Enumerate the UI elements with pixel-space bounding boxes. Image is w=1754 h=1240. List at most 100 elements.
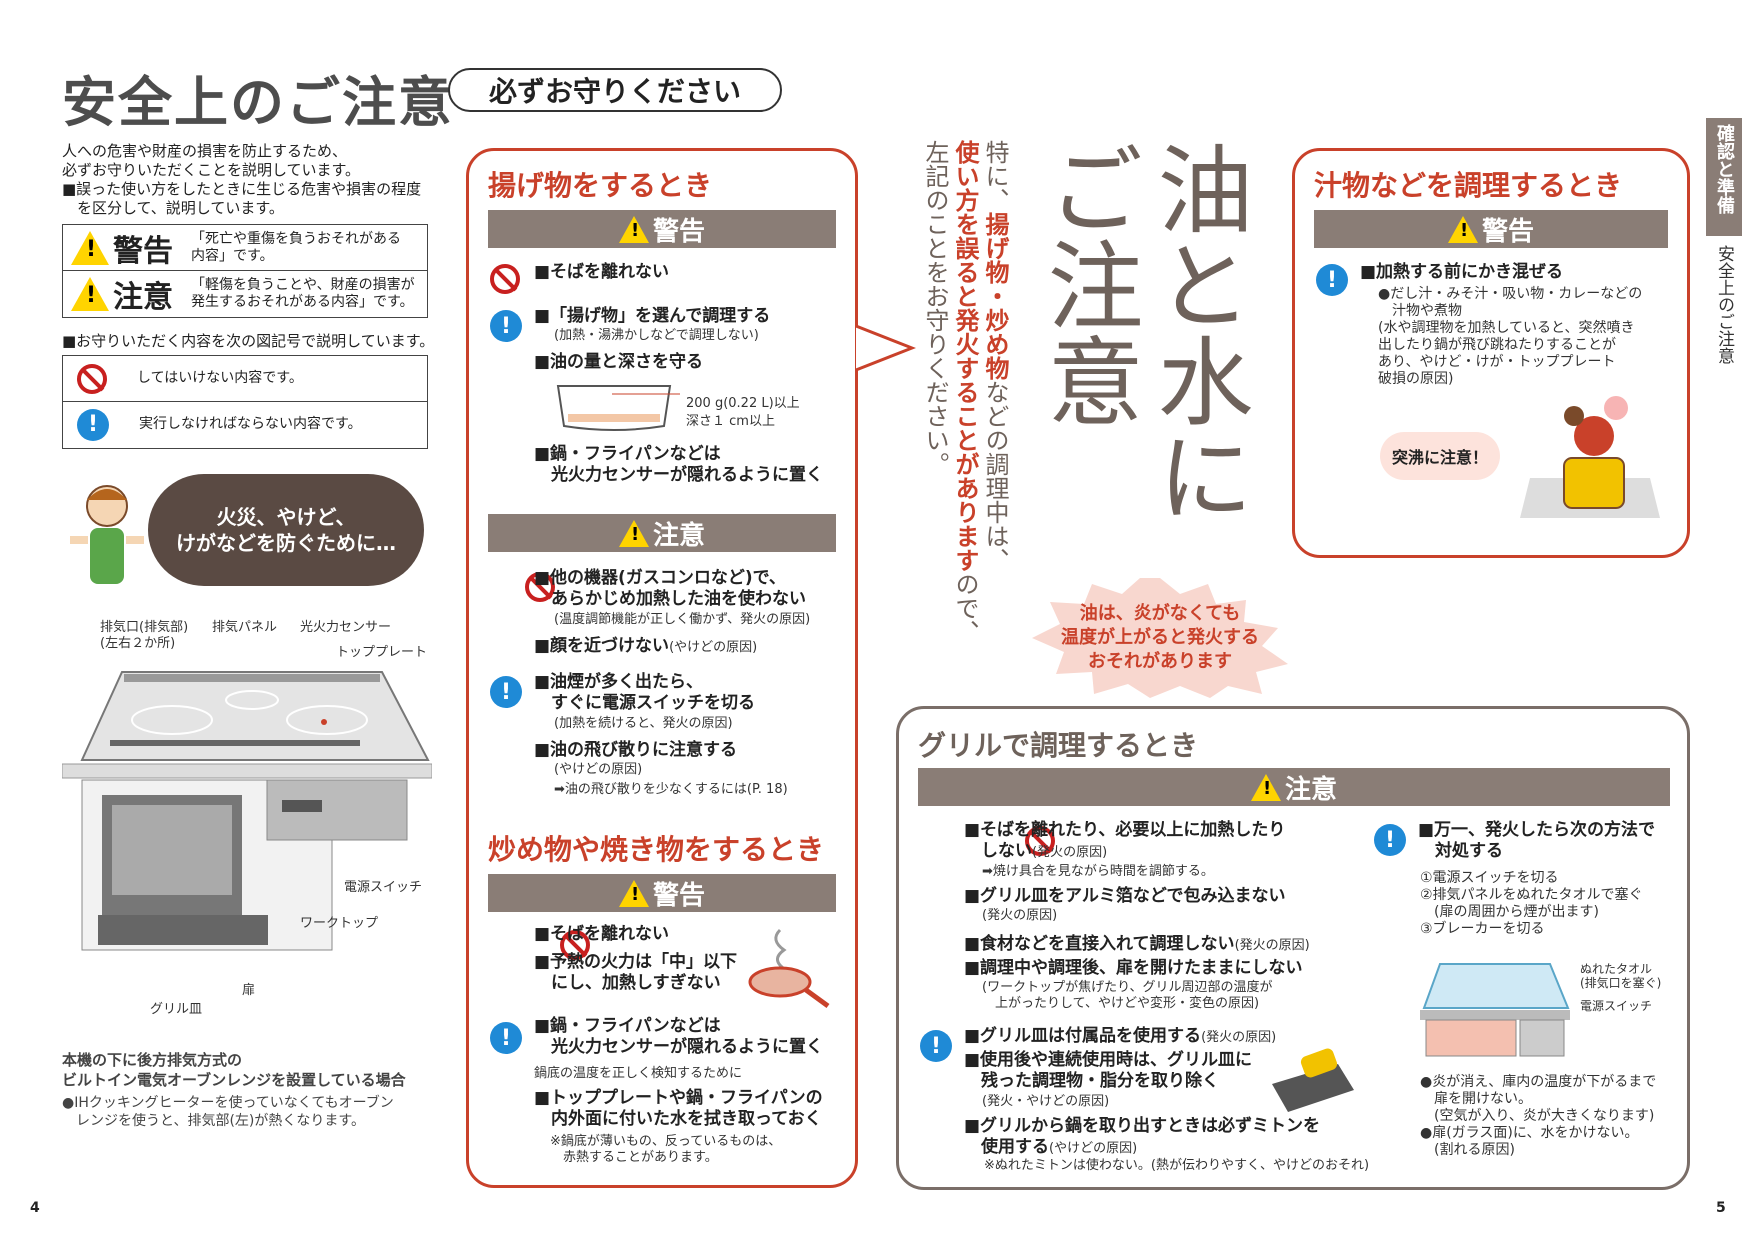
label-sensor: 光火力センサー: [300, 620, 392, 635]
note-line: 赤熱することがあります。: [550, 1150, 718, 1165]
frying-heading: 揚げ物をするとき: [488, 169, 713, 202]
grill-panel: [896, 706, 1690, 1190]
note-title-line: ビルトイン電気オーブンレンジを設置している場合: [62, 1071, 406, 1089]
label-worktop: ワークトップ: [300, 916, 379, 931]
fry-item-oil-amount: ■油の量と深さを守る: [534, 352, 704, 372]
center-col-2: 使い方を誤ると発火することがありますので、: [950, 140, 980, 660]
grill-fire-notes: ●炎が消え、庫内の温度が下がるまで 扉を開けない。 (空気が入り、炎が大きくなり…: [1420, 1074, 1656, 1159]
fry-caution-smoke-note: (加熱を続けると、発火の原因): [554, 716, 733, 731]
must-legend-row: ! 実行しなければならない内容です。: [63, 402, 427, 447]
item-line: ■鍋・フライパンなどは: [534, 1016, 721, 1036]
note-title-line: 本機の下に後方排気方式の: [62, 1051, 243, 1069]
stirfry-item-wipe: ■トッププレートや鍋・フライパンの 内外面に付いた水を拭き取っておく: [534, 1088, 823, 1130]
fry-item-mode: ■「揚げ物」を選んで調理する: [534, 306, 771, 326]
intro-text: 人への危害や財産の損害を防止するため、 必ずお守りいただくことを説明しています。…: [62, 142, 421, 218]
note-line: ●IHクッキングヒーターを使っていなくてもオーブン: [62, 1095, 394, 1111]
grill-heading: グリルで調理するとき: [918, 729, 1199, 762]
stirfry-item-heat: ■予熱の火力は「中」以下 にし、加熱しすぎない: [534, 952, 737, 994]
must-do-icon: !: [490, 1022, 522, 1054]
item-note: (発火の原因): [1201, 1030, 1277, 1045]
step-line: ②排気パネルをぬれたタオルで塞ぐ: [1420, 887, 1643, 903]
center-big-title-1: 油と水に: [1141, 140, 1253, 560]
oven-note-body: ●IHクッキングヒーターを使っていなくてもオーブン レンジを使うと、排気部(左)…: [62, 1094, 394, 1130]
caution-triangle-icon: [1250, 773, 1281, 801]
detail-line: ●だし汁・みそ汁・吸い物・カレーなどの: [1378, 286, 1643, 302]
item-line: ■他の機器(ガスコンロなど)で、: [534, 568, 786, 588]
note-line: (割れる原因): [1420, 1142, 1515, 1158]
fry-caution-face: ■顔を近づけない(やけどの原因): [534, 636, 757, 657]
frying-caution-bar: 注意: [488, 514, 836, 552]
label-text: (排気口を塞ぐ): [1580, 976, 1662, 990]
fry-item-stay: ■そばを離れない: [534, 262, 670, 282]
oil-ignition-burst: 油は、炎がなくても 温度が上がると発火する おそれがあります: [1040, 588, 1280, 688]
warning-description: 「死亡や重傷を負うおそれがある 内容」です。: [191, 230, 429, 264]
big-title-text: ご注意: [1031, 140, 1143, 428]
item-note: (やけどの原因): [669, 640, 758, 655]
caution-legend-row: 注意 「軽傷を負うことや、財産の損害が 発生するおそれがある内容」です。: [63, 271, 429, 316]
intro-line: 人への危害や財産の損害を防止するため、: [62, 142, 348, 160]
soup-heading: 汁物などを調理するとき: [1314, 169, 1623, 202]
symbol-legend: してはいけない内容です。 ! 実行しなければならない内容です。: [62, 355, 428, 449]
warning-label: 警告: [1481, 216, 1534, 247]
section-tab[interactable]: 確認と準備: [1706, 118, 1742, 236]
page-number-left: 4: [30, 1200, 40, 1216]
caution-label: 注意: [113, 279, 173, 315]
must-description: 実行しなければならない内容です。: [139, 416, 362, 432]
fry-splatter-reference-link[interactable]: ➡油の飛び散りを少なくするには(P. 18): [554, 782, 788, 797]
step-line: ③ブレーカーを切る: [1420, 921, 1545, 937]
note-line: ●扉(ガラス面)に、水をかけない。: [1420, 1125, 1639, 1141]
item-line: ■予熱の火力は「中」以下: [534, 952, 738, 972]
grill-prohibit-direct: ■食材などを直接入れて調理しない(発火の原因): [964, 934, 1310, 955]
stirfry-note: ※鍋底が薄いもの、反っているものは、 赤熱することがあります。: [550, 1134, 781, 1166]
note-line: レンジを使うと、排気部(左)が熱くなります。: [62, 1113, 365, 1129]
caution-triangle-icon: [618, 519, 649, 547]
soup-warning-bar: 警告: [1314, 210, 1668, 248]
grill-prohibit-foil: ■グリル皿をアルミ箔などで包み込まない: [964, 886, 1286, 906]
step-line: (扉の周囲から煙が出ます): [1420, 904, 1599, 920]
warning-triangle-icon: [1447, 215, 1478, 243]
fry-item-placement: ■鍋・フライパンなどは 光火力センサーが隠れるように置く: [534, 444, 823, 486]
boilover-pot-illustration: [1520, 396, 1660, 518]
section-subtitle: 安全上のご注意: [1714, 245, 1734, 364]
burst-line: おそれがあります: [1088, 651, 1232, 672]
label-power-switch-grill: 電源スイッチ: [1580, 999, 1653, 1013]
burst-shape: [1032, 578, 1288, 698]
frying-warning-bar: 警告: [488, 210, 836, 248]
grill-tray-illustration: [1272, 1048, 1354, 1112]
grill-foil-note: (発火の原因): [982, 908, 1058, 923]
detail-line: 破損の原因): [1378, 371, 1454, 387]
stirfry-heading: 炒め物や焼き物をするとき: [488, 833, 825, 866]
must-do-icon: !: [490, 676, 522, 708]
item-line: ■油煙が多く出たら、: [534, 672, 704, 692]
cooktop-diagram: [62, 671, 432, 951]
warning-triangle-icon: [618, 215, 649, 243]
prohibited-icon: [490, 264, 520, 294]
stirfry-item-placement: ■鍋・フライパンなどは 光火力センサーが隠れるように置く: [534, 1016, 823, 1058]
note-line: 扉を開けない。: [1420, 1091, 1532, 1107]
detail-line: (水や調理物を加熱していると、突然噴き: [1378, 320, 1635, 336]
item-line: 対処する: [1418, 841, 1503, 861]
item-line: ■トッププレートや鍋・フライパンの: [534, 1088, 823, 1108]
label-wet-towel: ぬれたタオル (排気口を塞ぐ): [1580, 962, 1661, 990]
woman-illustration: [70, 485, 144, 584]
item-line: あらかじめ加熱した油を使わない: [534, 589, 806, 609]
prohibited-icon: [1025, 826, 1056, 856]
grill-prohibit-open-door: ■調理中や調理後、扉を開けたままにしない: [964, 958, 1303, 978]
item-text: ■顔を近づけない: [534, 636, 670, 656]
boilover-bubble: 突沸に注意！: [1380, 432, 1500, 480]
step-line: ①電源スイッチを切る: [1420, 870, 1559, 886]
fry-caution-preheated-oil-note: (温度調節機能が正しく働かず、発火の原因): [554, 612, 811, 627]
severity-legend: 警告 「死亡や重傷を負うおそれがある 内容」です。 注意 「軽傷を負うことや、財…: [62, 224, 429, 318]
prohibited-icon: [525, 572, 556, 602]
pot-oil-volume: 200 g(0.22 L)以上: [686, 396, 800, 411]
pot-oil-depth: 深さ１ cm以上: [686, 414, 775, 429]
must-do-icon: !: [490, 310, 522, 342]
grill-caution-bar: 注意: [918, 768, 1670, 806]
center-big-title-2: ご注意: [1031, 140, 1143, 440]
warning-label: 警告: [652, 216, 705, 247]
item-line: ■鍋・フライパンなどは: [534, 444, 721, 464]
must-do-icon: !: [77, 408, 109, 441]
fry-caution-splatter: ■油の飛び散りに注意する: [534, 740, 738, 760]
caution-label: 注意: [1284, 774, 1337, 805]
must-follow-badge: 必ずお守りください: [448, 68, 782, 112]
